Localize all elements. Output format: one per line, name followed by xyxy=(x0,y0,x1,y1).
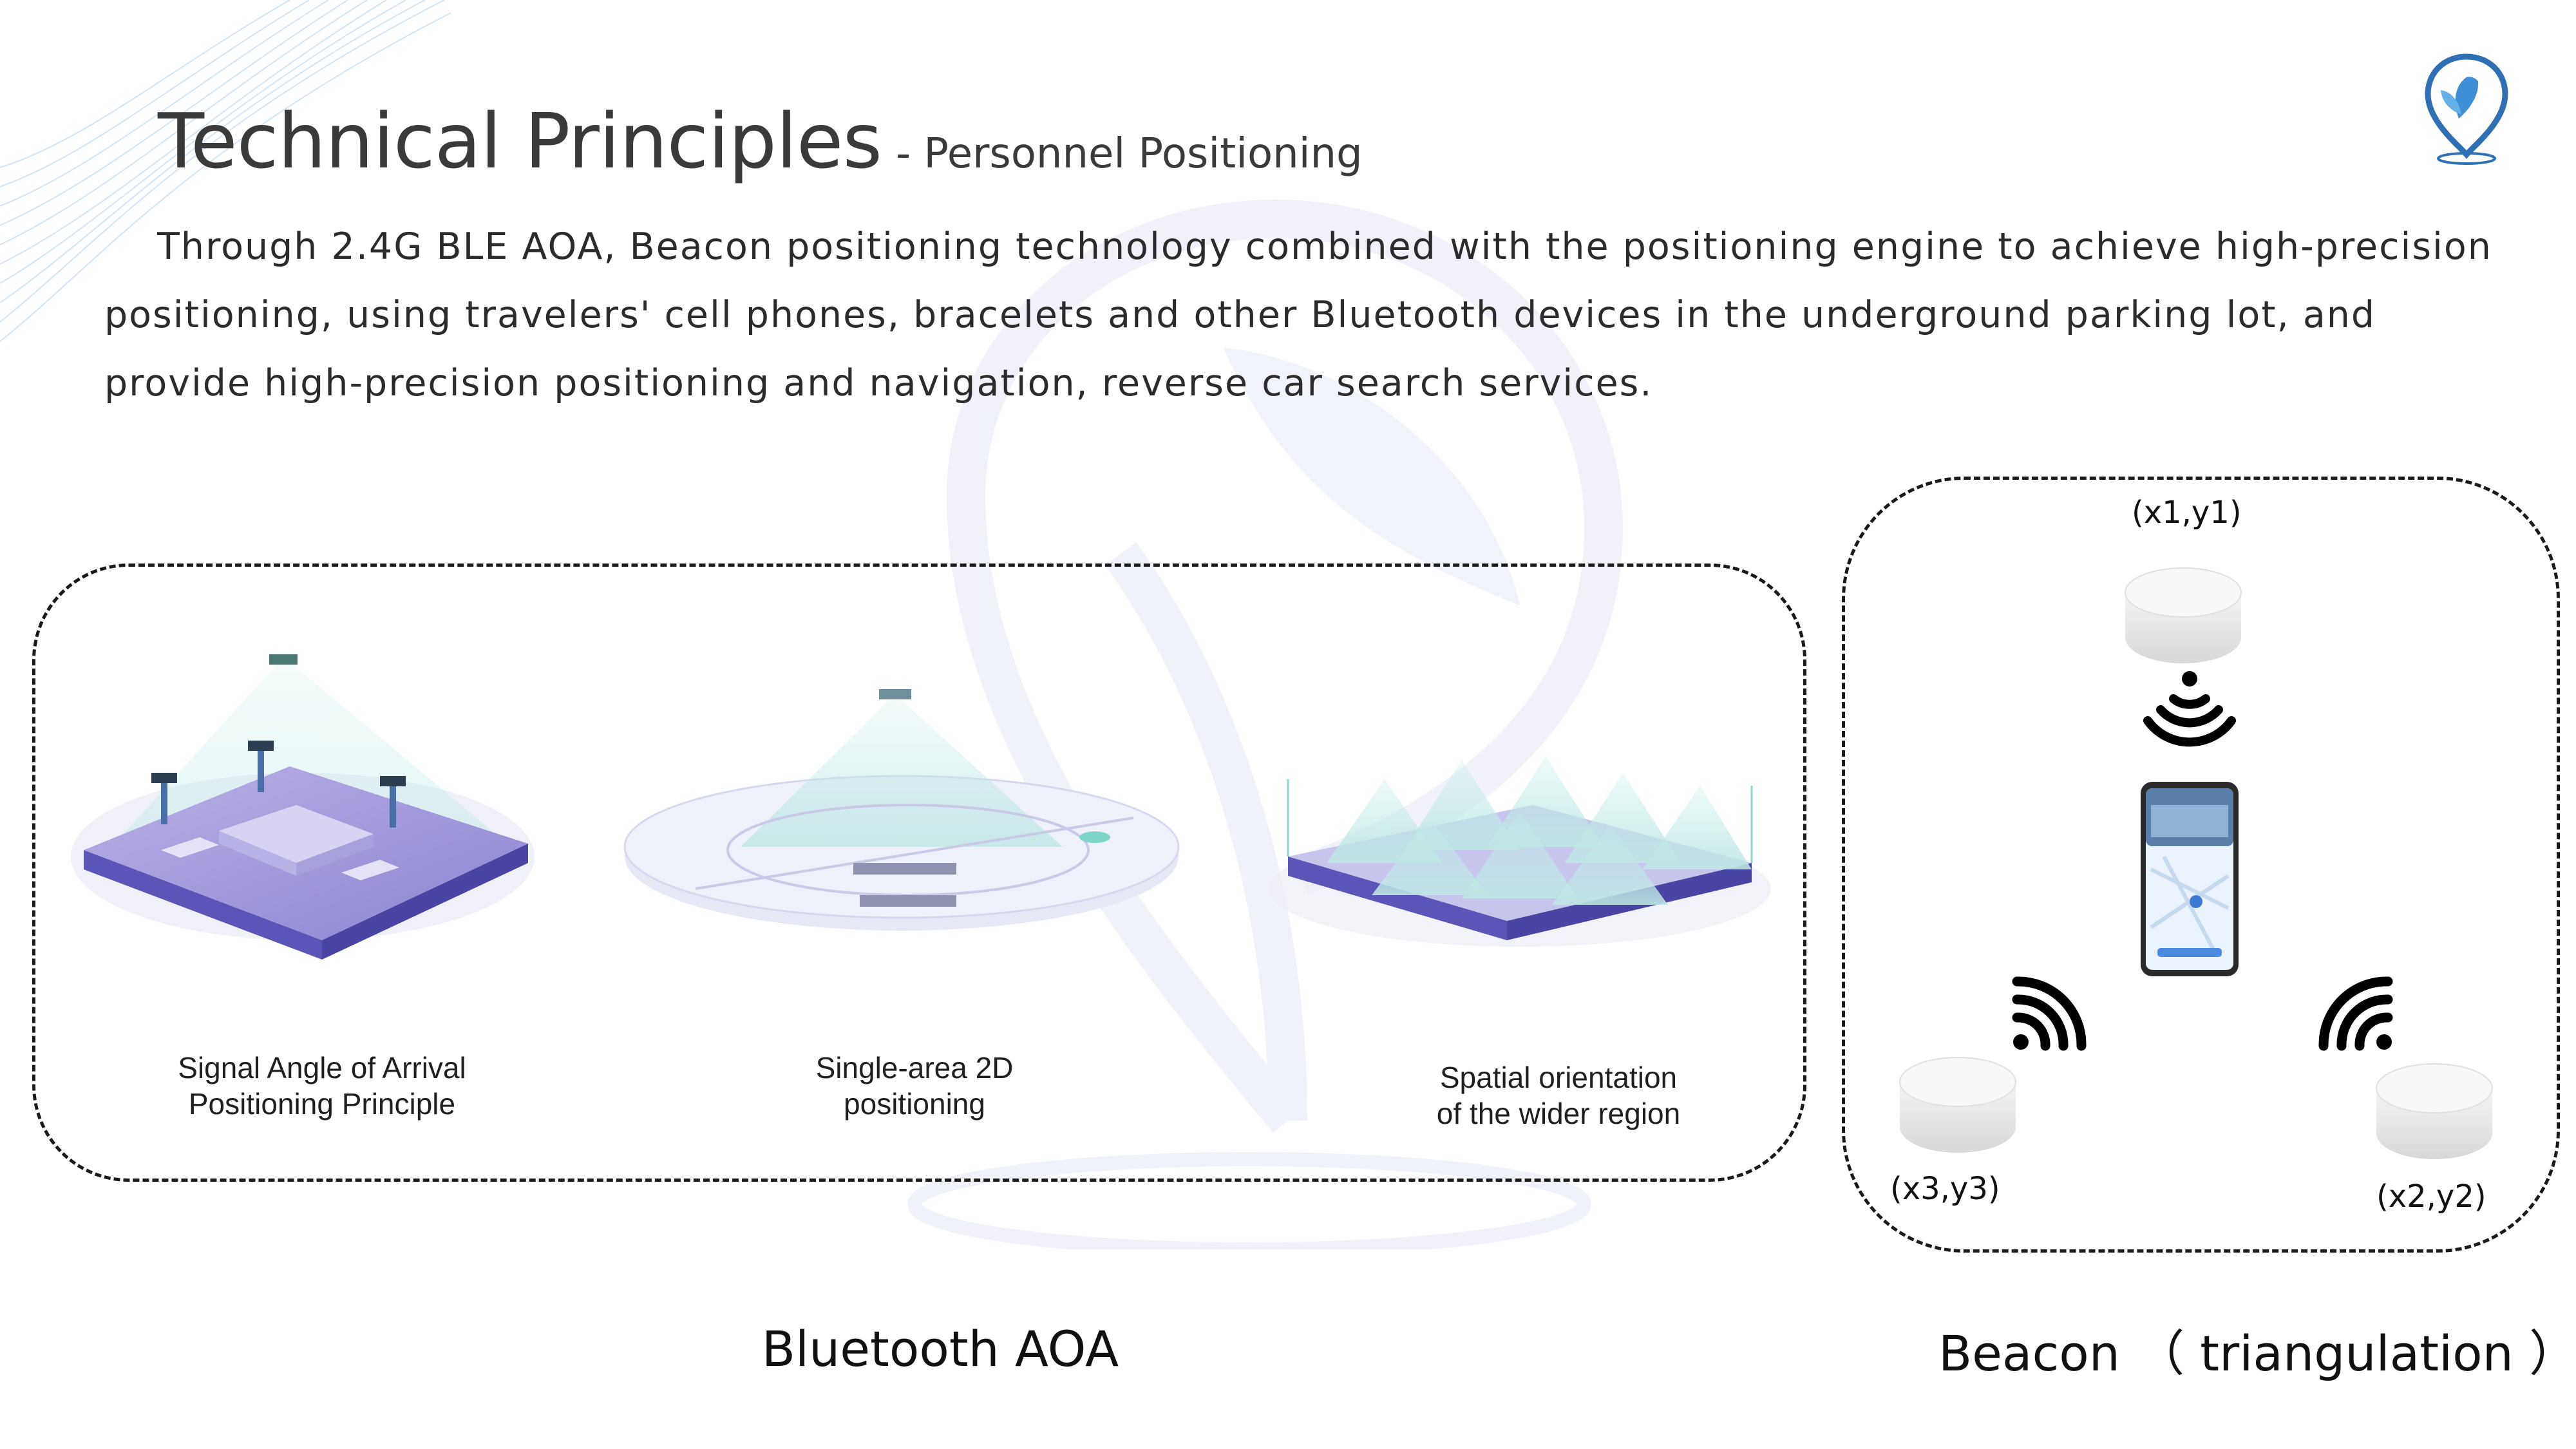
smartphone-map-app xyxy=(2141,782,2239,976)
beacon-device-top xyxy=(2125,567,2242,663)
beacon-triangulation-panel xyxy=(1842,477,2560,1253)
single-area-2d-illustration xyxy=(623,689,1180,931)
page-title-row: Technical Principles - Personnel Position… xyxy=(158,97,1363,185)
coord-label-top: (x1,y1) xyxy=(2132,495,2242,531)
section-label-beacon-triangulation: Beacon （ triangulation ） xyxy=(1938,1325,2576,1382)
page-title: Technical Principles xyxy=(158,97,882,185)
caption-single-area: Single-area 2D positioning xyxy=(815,1051,1014,1121)
aoa-principle-illustration xyxy=(71,654,535,960)
bluetooth-aoa-panel xyxy=(32,564,1806,1182)
wifi-signal-icon-left xyxy=(2012,976,2087,1051)
butterfly-location-pin-logo xyxy=(2425,53,2508,165)
caption-wider-region: Spatial orientation of the wider region xyxy=(1436,1061,1681,1130)
coord-label-right: (x2,y2) xyxy=(2376,1179,2486,1215)
coord-label-left: (x3,y3) xyxy=(1890,1171,2000,1207)
intro-paragraph: Through 2.4G BLE AOA, Beacon positioning… xyxy=(104,225,2492,404)
page-subtitle: - Personnel Positioning xyxy=(895,130,1363,178)
wider-region-illustration xyxy=(1269,757,1771,947)
wifi-signal-icon-top xyxy=(2143,671,2236,747)
section-label-bluetooth-aoa: Bluetooth AOA xyxy=(761,1320,1119,1378)
decorative-wave-lines xyxy=(0,0,451,342)
butterfly-watermark xyxy=(907,199,1624,1249)
beacon-device-right xyxy=(2376,1063,2493,1159)
caption-aoa-principle: Signal Angle of Arrival Positioning Prin… xyxy=(178,1051,466,1121)
wifi-signal-icon-right xyxy=(2318,976,2393,1051)
beacon-device-left xyxy=(1899,1057,2016,1153)
